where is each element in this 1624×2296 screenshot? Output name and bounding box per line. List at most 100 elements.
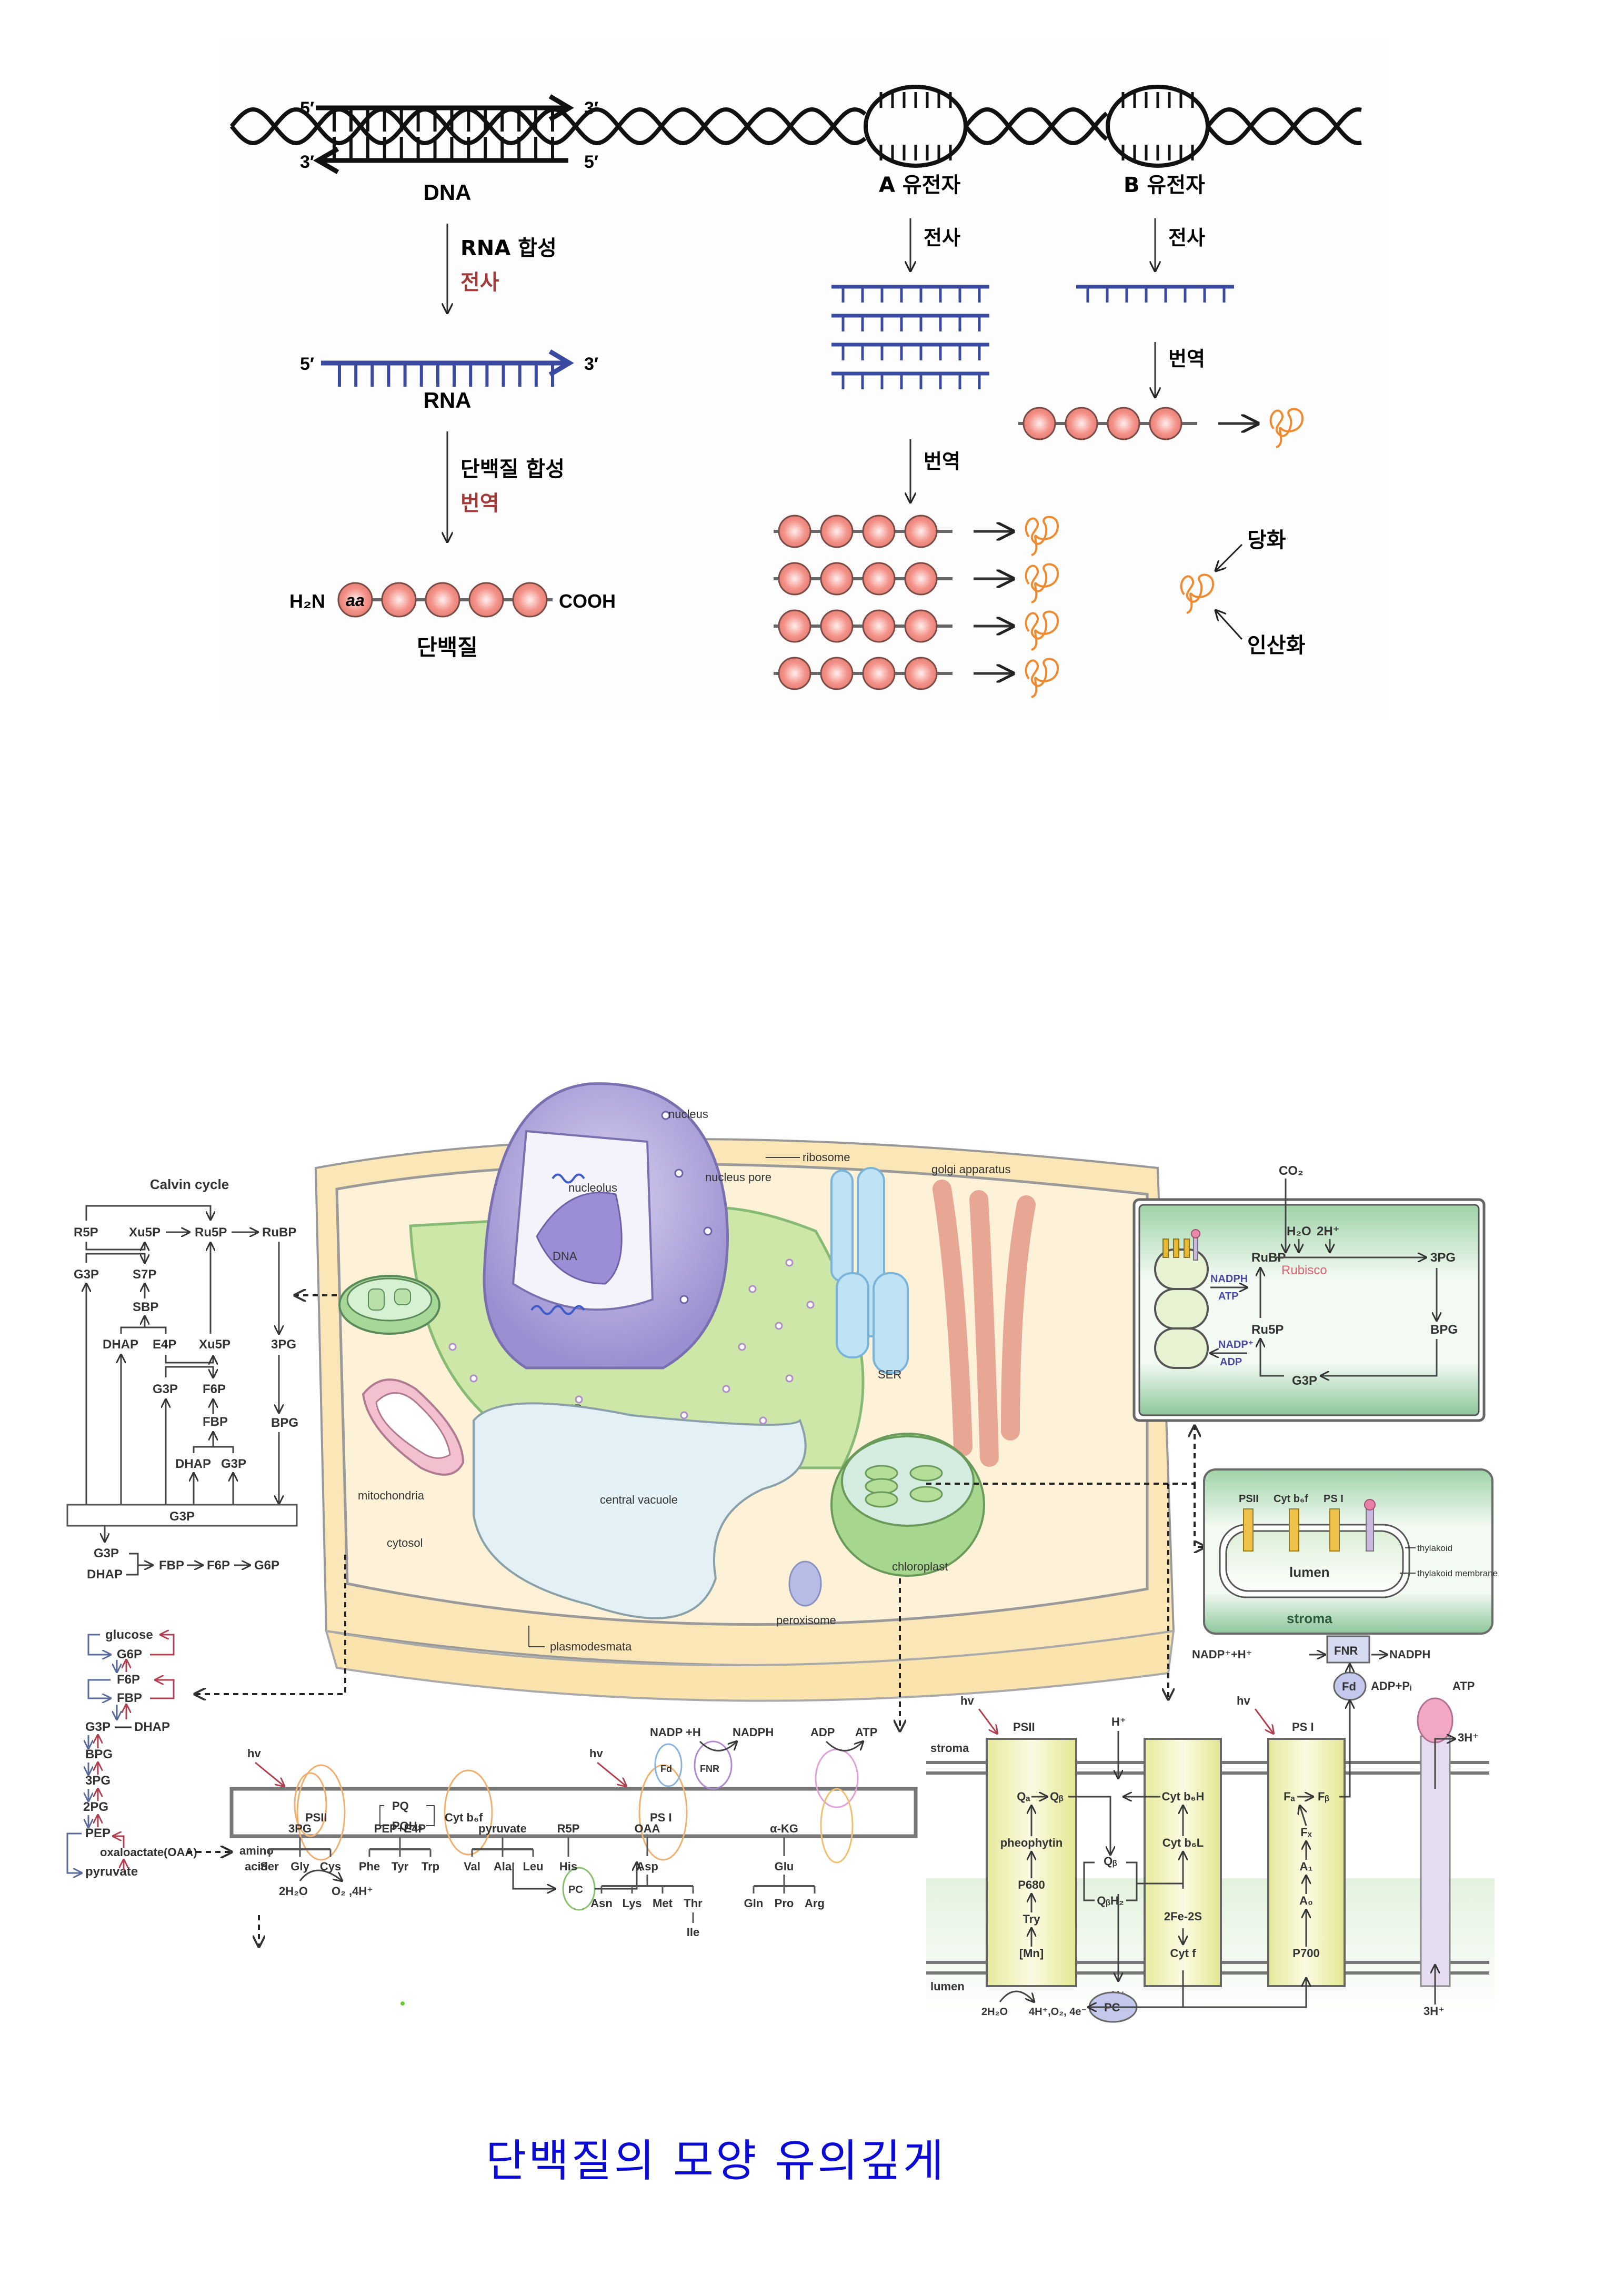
amino-acid-bead: [1022, 407, 1056, 440]
amino-acid-name: Met: [653, 1897, 673, 1910]
ribosome-dot: [469, 1374, 478, 1383]
amino-acid-bead: [820, 562, 854, 596]
amino-acid-bead: [1107, 407, 1140, 440]
node-rubp: RuBP: [262, 1225, 296, 1240]
mitochondria: [362, 1378, 465, 1476]
thyl-lumen-label: lumen: [1289, 1564, 1330, 1580]
gene-b-bubble: [1106, 85, 1210, 168]
amino-acid-name: Thr: [684, 1897, 703, 1910]
grana-stack: [1154, 1248, 1209, 1369]
box-co2: CO₂: [1279, 1164, 1304, 1178]
amino-acid-bead: [862, 515, 896, 548]
nucleolus-label: nucleolus: [568, 1181, 617, 1194]
dna-label-cell: DNA: [553, 1250, 577, 1263]
ribosome-dot: [738, 1343, 746, 1351]
etc-component: Fₓ: [1300, 1826, 1312, 1839]
etc-psii-title: PSII: [1013, 1720, 1035, 1734]
gly-2pg: 2PG: [83, 1800, 108, 1814]
node-g3p-3: G3P: [221, 1457, 246, 1471]
lr-atp-label: ATP: [855, 1726, 877, 1739]
node-fbp: FBP: [203, 1415, 228, 1429]
lr-psi-label: PS I: [650, 1811, 672, 1824]
calvin-cycle-flowchart: Calvin cycle R5P Xu5P Ru5P RuBP G3P S7P …: [66, 1176, 298, 1582]
etc-component: A₀: [1299, 1894, 1313, 1907]
etc-3h-out: 3H⁺: [1458, 1731, 1479, 1744]
gly-oaa: oxaloactate(OAA): [100, 1846, 197, 1859]
light-reaction-membrane: hv hv PSII PQ PQH₂ Cyt b₆f PS I Fd FNR P…: [229, 1726, 918, 1947]
gene-b-translation-label: 번역: [1168, 347, 1205, 370]
calvin-cycle-title: Calvin cycle: [150, 1176, 229, 1192]
folded-protein-icon: [1180, 573, 1215, 614]
atp-cofactor: ATP: [1218, 1291, 1239, 1302]
etc-3h-in: 3H⁺: [1423, 2005, 1445, 2018]
amino-acid-name: Leu: [523, 1860, 543, 1873]
folded-protein-icon: [1025, 516, 1059, 556]
fd-protein: [654, 1743, 683, 1787]
gene-a-transcription-label: 전사: [924, 226, 960, 249]
gene-a-bubble: [864, 85, 968, 168]
green-dot: [400, 2001, 405, 2006]
etc-h-top: H⁺: [1111, 1715, 1126, 1728]
rna-strand: 5′ 3′ RNA: [300, 349, 598, 412]
ribosome-dot: [806, 1301, 815, 1309]
folded-protein-icon: [1025, 610, 1059, 651]
etc-component: Cyt b₆L: [1162, 1836, 1204, 1849]
dna-helix-icon: [530, 1305, 585, 1315]
etc-fnr-box: [1326, 1635, 1370, 1664]
cyt-b6f-complex: [444, 1769, 493, 1856]
etc-stroma-label: stroma: [930, 1741, 969, 1755]
etc-fd: Fd: [1342, 1680, 1356, 1693]
smooth-er: [830, 1167, 909, 1374]
phosphorylation-label: 인산화: [1247, 633, 1306, 658]
lr-cyt-label: Cyt b₆f: [445, 1811, 483, 1824]
aa-precursor: OAA: [635, 1822, 660, 1835]
translation-term: 번역: [460, 491, 499, 516]
amino-acid-bead: [904, 609, 938, 643]
amino-acid-bead: [512, 582, 548, 618]
chloroplast-icon-small: [338, 1275, 440, 1335]
etc-component: Fₐ: [1284, 1790, 1295, 1803]
pqh2-label: PQH₂: [392, 1819, 422, 1832]
peroxisome: [788, 1560, 822, 1607]
amino-acid-bead: [778, 657, 811, 690]
box-g3p: G3P: [1292, 1374, 1317, 1388]
gene-a-protein-rows: [774, 515, 1059, 698]
amino-acid-bead: [381, 582, 417, 618]
ribosome-dot: [759, 1416, 767, 1425]
amino-acid-bead: [904, 657, 938, 690]
rna-label: RNA: [424, 388, 472, 412]
node-r5p: R5P: [74, 1225, 98, 1240]
adp-cofactor: ADP: [1220, 1356, 1242, 1368]
etc-hv-1: hv: [960, 1694, 974, 1707]
hv-label-1: hv: [247, 1747, 261, 1760]
gly-pyruvate: pyruvate: [85, 1865, 138, 1879]
gene-expression-diagram: 5′ 3′ 3′ 5′ DNA RNA 합성 전사 5′ 3′ RNA 단백질 …: [229, 85, 1362, 698]
node-s7p: S7P: [133, 1267, 156, 1282]
plant-cell: nucleus nucleolus DNA nucleus pore ribos…: [195, 1082, 1205, 1731]
amino-acid-bead: [1065, 407, 1098, 440]
amino-acid-bead: [337, 582, 373, 618]
lr-nadp-label: NADP +H: [650, 1726, 701, 1739]
g3p-pool-label: G3P: [169, 1509, 195, 1524]
lr-pc-label: PC: [568, 1884, 583, 1896]
box-2h: 2H⁺: [1317, 1224, 1339, 1238]
thylakoid-membrane-label: thylakoid membrane: [1417, 1568, 1498, 1578]
lr-water-label: 2H₂O: [279, 1885, 308, 1898]
gly-g6p: G6P: [117, 1647, 142, 1661]
out-f6p: F6P: [207, 1558, 230, 1573]
amino-acid-bead: [820, 609, 854, 643]
box-3pg: 3PG: [1430, 1251, 1456, 1265]
electron-transport-chain: stroma lumen PSII PS I hv hv H⁺ H⁺ QₐQᵦp…: [926, 1635, 1495, 2023]
genome-helix: A 유전자 B 유전자: [229, 85, 1362, 197]
amino-acid-bead: [778, 562, 811, 596]
amino-acid-bead: [862, 657, 896, 690]
ribosome-dot: [785, 1374, 794, 1383]
node-xu5p-2: Xu5P: [199, 1337, 230, 1352]
lr-nadph-label: NADPH: [733, 1726, 774, 1739]
amino-acid-bead: [862, 609, 896, 643]
gene-a-label: A 유전자: [879, 173, 960, 197]
etc-lumen-label: lumen: [930, 1980, 965, 1993]
amino-acid-name: His: [559, 1860, 577, 1873]
box-bpg: BPG: [1430, 1323, 1458, 1337]
amino-acid-bead: [862, 562, 896, 596]
